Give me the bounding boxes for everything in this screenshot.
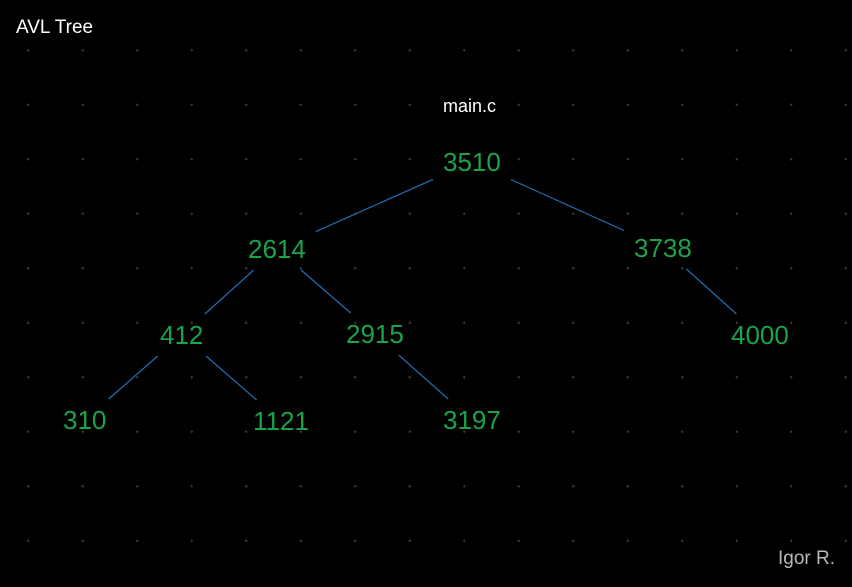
tree-node-310: 310: [63, 405, 107, 435]
file-name: main.c: [443, 96, 497, 116]
tree-edge-2915-3197: [398, 354, 449, 400]
tree-edge-2614-412: [204, 269, 255, 315]
app-title: AVL Tree: [16, 17, 94, 38]
tree-node-4000: 4000: [731, 320, 789, 350]
tree-node-1121: 1121: [253, 406, 309, 436]
tree-node-412: 412: [160, 320, 204, 350]
tree-node-2915: 2915: [346, 319, 404, 349]
tree-node-3738: 3738: [634, 233, 692, 263]
tree-node-2614: 2614: [248, 234, 306, 264]
tree-edge-2614-2915: [300, 269, 352, 314]
tree-edge-412-310: [108, 355, 159, 400]
author-label: Igor R.: [777, 548, 835, 569]
tree-edge-3738-4000: [685, 268, 737, 315]
tree-edge-3510-3738: [510, 178, 625, 232]
tree-node-3510: 3510: [443, 147, 501, 177]
tree-edge-412-1121: [205, 355, 258, 401]
tree-node-3197: 3197: [443, 405, 501, 435]
tree-edge-3510-2614: [315, 178, 434, 233]
